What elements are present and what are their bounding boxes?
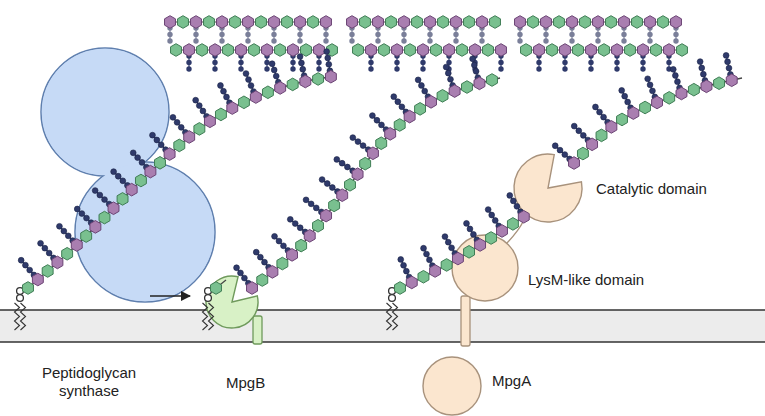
mpgb-protein: [206, 276, 262, 344]
part-label: LysM-like domain: [528, 271, 678, 289]
lipid-anchor: [203, 288, 214, 330]
lipid-anchor: [387, 288, 398, 330]
process-arrow: [150, 295, 190, 297]
mesh-strand: [165, 16, 332, 44]
part-label: MpgB: [226, 374, 286, 392]
part-label: MpgA: [492, 372, 552, 390]
mesh-strand: [347, 16, 501, 44]
peptidoglycan-synthase-shape: [41, 48, 215, 302]
mesh-strand: [171, 44, 338, 72]
lipid-anchor: [15, 288, 26, 330]
mesh-strand: [353, 44, 507, 72]
membrane: [0, 310, 765, 342]
mesh-strand: [515, 16, 682, 44]
part-label: Catalytic domain: [596, 180, 746, 198]
part-label: Peptidoglycan synthase: [26, 364, 152, 400]
glycan-strands: [15, 16, 743, 330]
mesh-strand: [521, 44, 688, 72]
